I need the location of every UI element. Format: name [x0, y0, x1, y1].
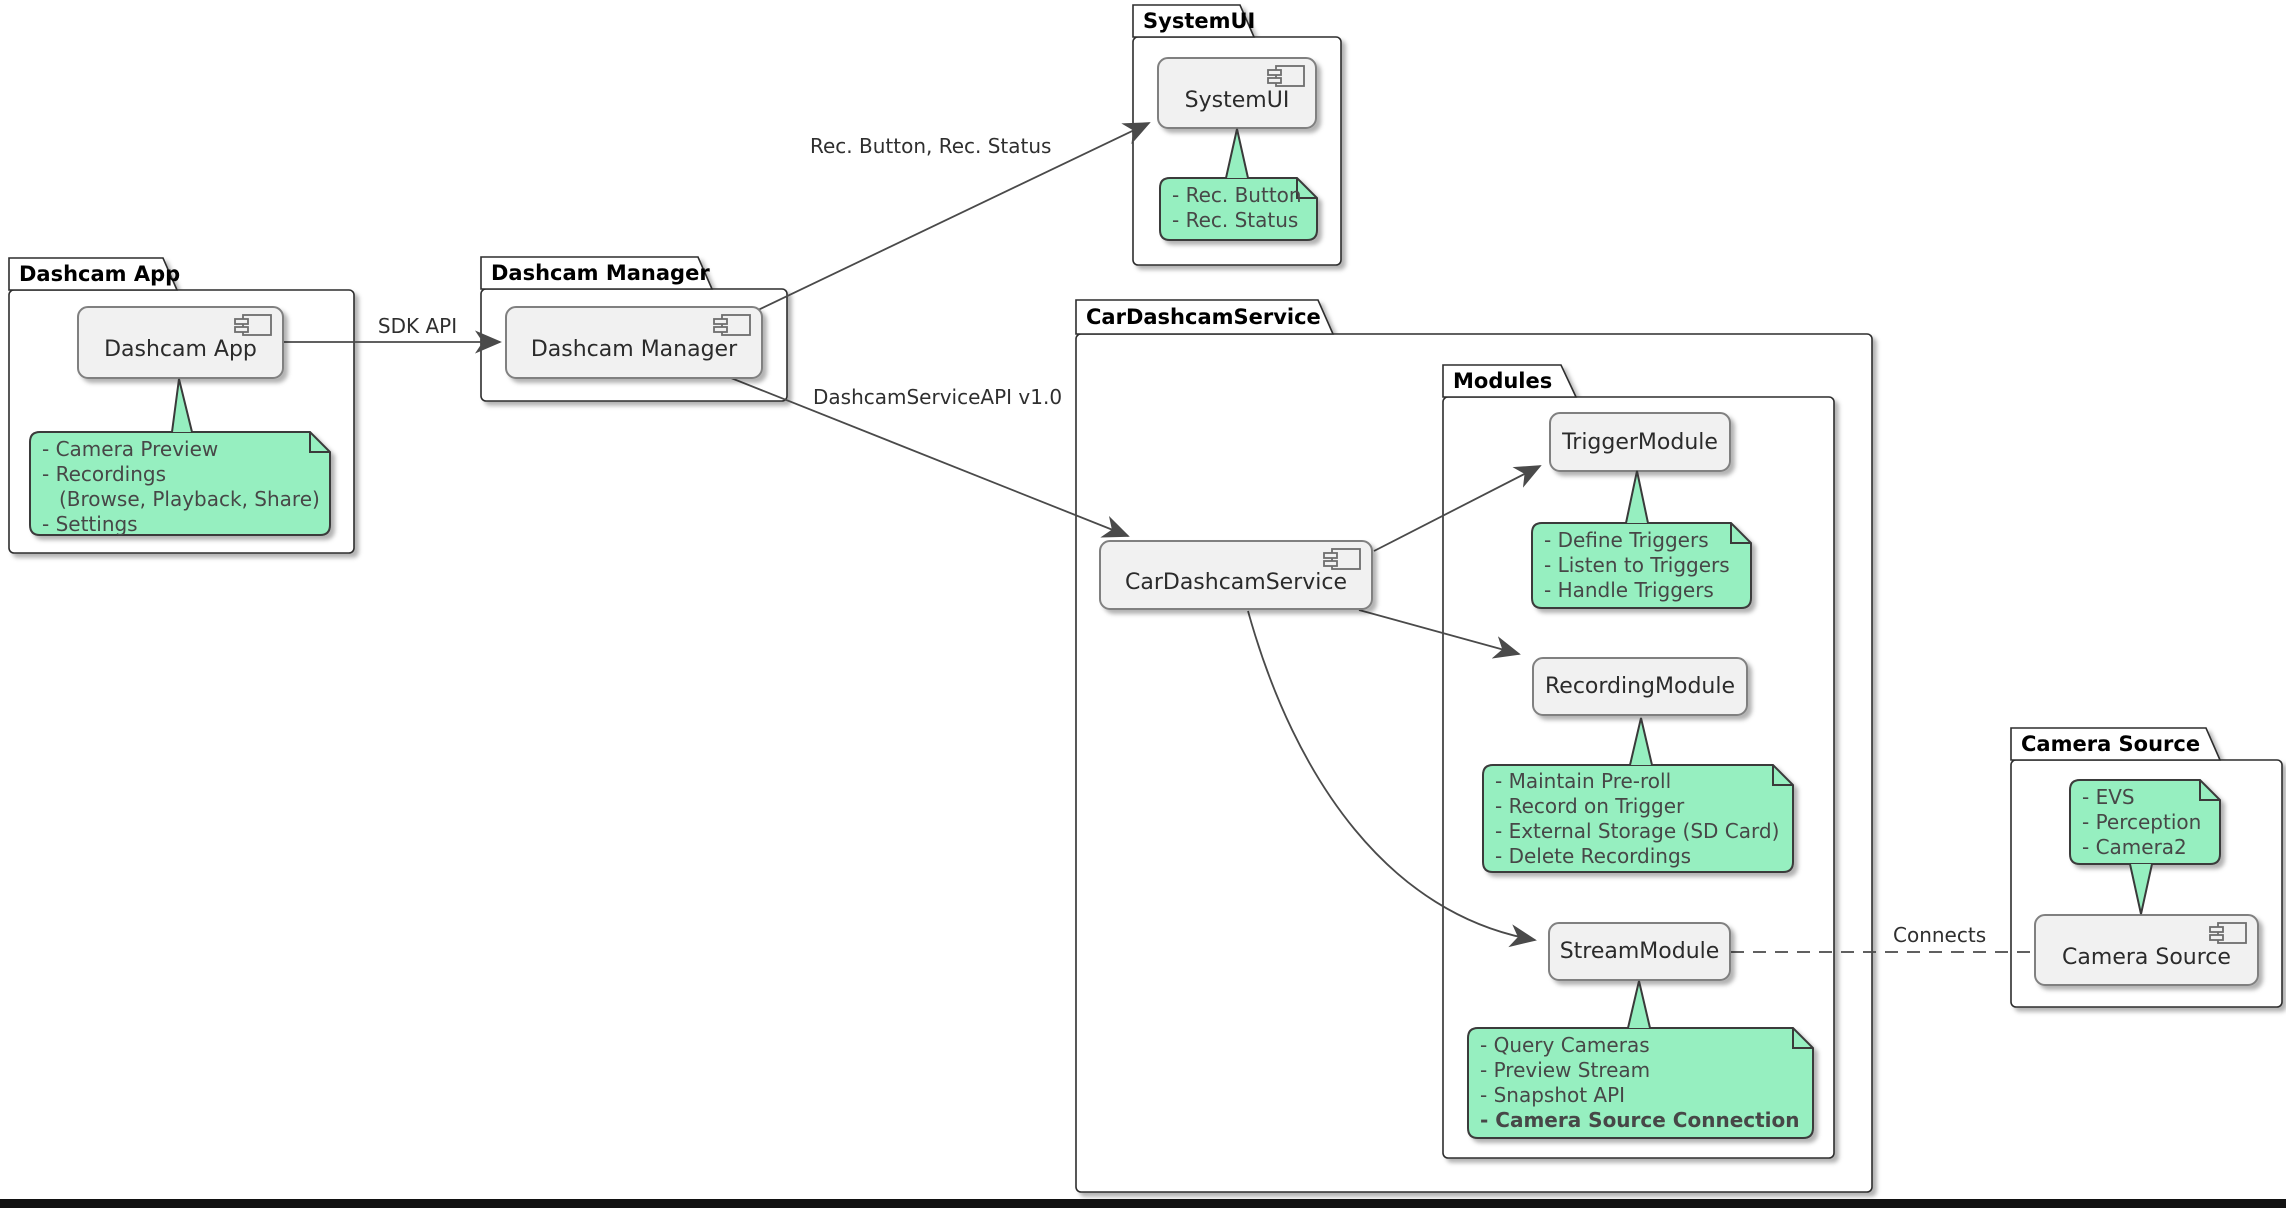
note-line: - Camera2	[2082, 835, 2187, 859]
component-recording-module: RecordingModule	[1544, 674, 1736, 699]
bottom-bar	[0, 1199, 2286, 1208]
note-camera-sources-tail	[2129, 863, 2153, 915]
note-rec-ui: - Rec. Button - Rec. Status	[1172, 183, 1302, 233]
edge-cds-to-stream	[1247, 610, 1537, 948]
note-line: - Camera Preview	[42, 437, 219, 461]
note-stream-features: - Query Cameras - Preview Stream - Snaps…	[1480, 1033, 1800, 1133]
note-fold-icon	[2199, 780, 2220, 801]
component-camera-source-box	[2034, 914, 2259, 986]
note-line: - Listen to Triggers	[1544, 553, 1730, 577]
note-line: - Recordings	[42, 462, 167, 486]
note-line: - Settings	[42, 512, 138, 536]
component-dashcam-manager-box	[505, 306, 763, 379]
note-recording-features-tail	[1629, 717, 1653, 766]
note-line: - Delete Recordings	[1495, 844, 1692, 868]
component-icon	[2209, 922, 2247, 944]
note-stream-features-shape	[1467, 1027, 1814, 1139]
package-title-dashcam-app: Dashcam App	[19, 262, 181, 286]
note-camera-sources: - EVS - Perception - Camera2	[2082, 785, 2201, 860]
edge-cds-to-trigger	[1373, 465, 1542, 552]
component-car-dashcam-service-box	[1099, 540, 1373, 610]
edge-dashcam-service-api	[730, 377, 1130, 538]
note-fold-icon	[1730, 523, 1751, 544]
component-systemui: SystemUI	[1184, 87, 1290, 113]
component-icon	[234, 314, 272, 336]
note-line: - Record on Trigger	[1495, 794, 1685, 818]
note-line: - External Storage (SD Card)	[1495, 819, 1780, 843]
component-recording-module-box	[1532, 657, 1748, 716]
component-dashcam-app-box	[77, 306, 284, 379]
edge-cds-to-recording	[1358, 609, 1521, 659]
component-dashcam-app: Dashcam App	[104, 337, 257, 362]
component-stream-module: StreamModule	[1559, 939, 1720, 964]
note-line: - Camera Source Connection	[1480, 1108, 1800, 1132]
component-icon	[1323, 548, 1361, 570]
note-fold-icon	[309, 432, 330, 453]
component-boxes	[77, 57, 2259, 986]
note-line: - Preview Stream	[1480, 1058, 1651, 1082]
note-line: - EVS	[2082, 785, 2135, 809]
component-icons	[234, 65, 2247, 944]
component-icon	[713, 314, 751, 336]
note-rec-ui-tail	[1225, 128, 1249, 179]
edge-label-dashcam-service-api: DashcamServiceAPI v1.0	[813, 385, 1063, 409]
note-trigger-features-shape	[1531, 522, 1752, 609]
note-line: - Define Triggers	[1544, 528, 1709, 552]
package-title-dashcam-manager: Dashcam Manager	[491, 261, 710, 285]
edge-label-connects: Connects	[1893, 923, 1987, 947]
note-recording-features: - Maintain Pre-roll - Record on Trigger …	[1495, 769, 1779, 869]
note-rec-ui-shape	[1159, 177, 1318, 241]
note-fold-icon	[1296, 178, 1317, 199]
edge-label-rec-button-status: Rec. Button, Rec. Status	[810, 134, 1052, 158]
component-stream-module-box	[1548, 922, 1731, 981]
note-fold-icon	[1772, 765, 1793, 786]
note-stream-features-tail	[1627, 980, 1651, 1029]
component-camera-source: Camera Source	[2062, 944, 2231, 970]
component-trigger-module: TriggerModule	[1562, 429, 1718, 455]
package-title-car-dashcam-service: CarDashcamService	[1086, 305, 1321, 329]
component-trigger-module-box	[1549, 412, 1731, 472]
edge-label-sdk-api: SDK API	[377, 314, 458, 338]
note-line: - Rec. Button	[1172, 183, 1302, 207]
edge-rec-button-status	[755, 122, 1151, 312]
note-line: - Snapshot API	[1480, 1083, 1626, 1107]
note-line: (Browse, Playback, Share)	[59, 487, 320, 511]
note-line: - Handle Triggers	[1544, 578, 1714, 602]
package-title-systemui: SystemUI	[1143, 9, 1256, 33]
note-recording-features-shape	[1482, 764, 1794, 873]
note-app-features-tail	[171, 378, 193, 433]
diagram-notes	[29, 128, 2221, 1139]
note-line: - Rec. Status	[1172, 208, 1299, 232]
package-title-camera-source: Camera Source	[2021, 732, 2201, 756]
note-app-features-shape	[29, 431, 331, 536]
package-title-modules: Modules	[1453, 369, 1553, 393]
note-line: - Maintain Pre-roll	[1495, 769, 1672, 793]
note-fold-icon	[1792, 1028, 1813, 1049]
note-camera-sources-shape	[2069, 779, 2221, 865]
diagram-edges	[283, 122, 2034, 953]
component-car-dashcam-service: CarDashcamService	[1124, 569, 1348, 595]
note-trigger-features-tail	[1625, 470, 1649, 524]
component-dashcam-manager: Dashcam Manager	[530, 337, 738, 362]
note-trigger-features: - Define Triggers - Listen to Triggers -…	[1544, 528, 1730, 603]
note-line: - Perception	[2082, 810, 2202, 834]
note-line: - Query Cameras	[1480, 1033, 1650, 1057]
note-app-features: - Camera Preview - Recordings (Browse, P…	[42, 437, 320, 537]
component-icon	[1267, 65, 1305, 87]
